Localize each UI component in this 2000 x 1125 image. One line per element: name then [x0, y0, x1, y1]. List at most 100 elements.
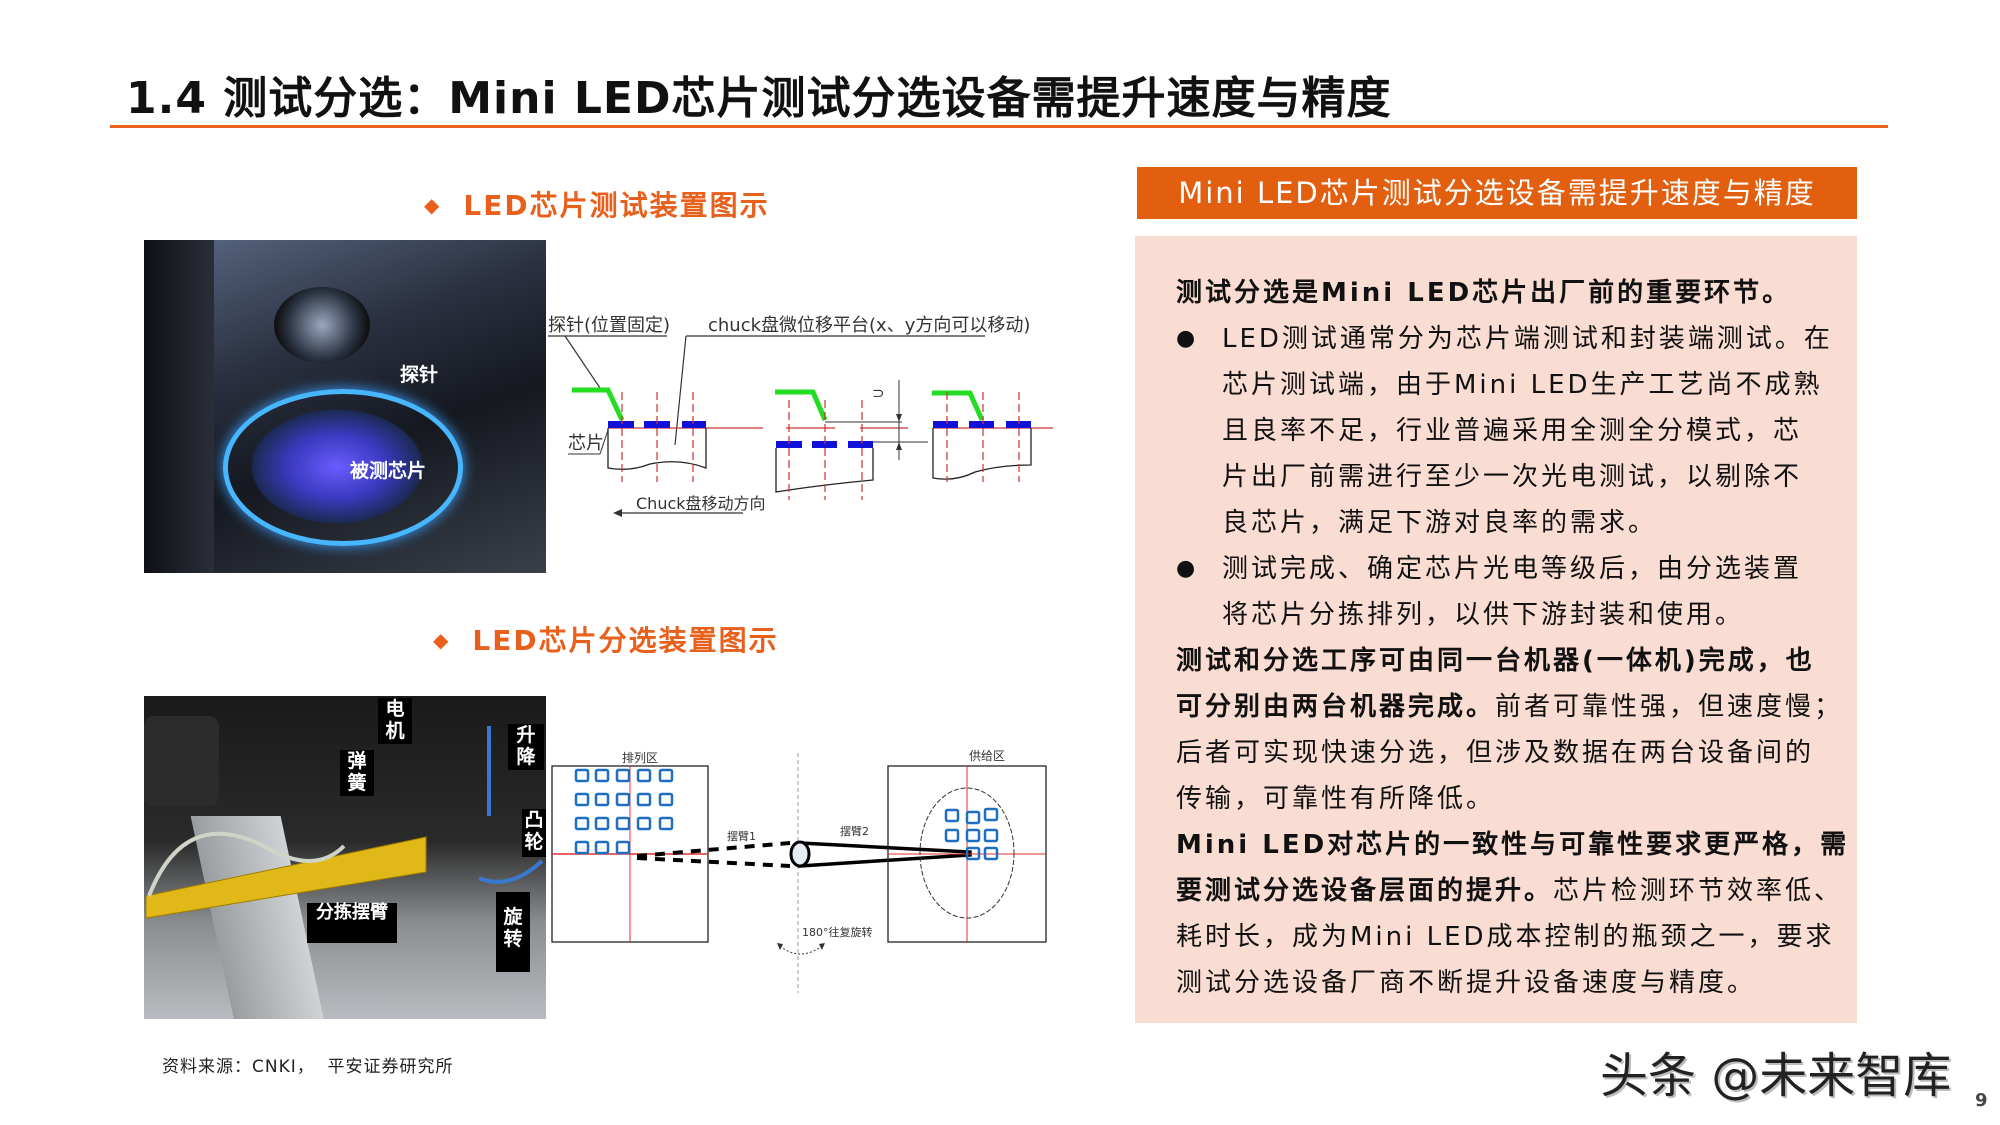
panel-line: 芯片测试端，由于Mini LED生产工艺尚不成熟 [1176, 362, 1856, 408]
label-rotate: 旋转 [496, 892, 530, 972]
machine-part [144, 716, 219, 806]
chip-square [615, 792, 631, 807]
label-cam: 凸轮 [522, 809, 546, 857]
text: 前者可靠性强，但速度慢； [1495, 692, 1844, 722]
label-probe: 探针 [400, 364, 439, 386]
label-lift: 升降 [508, 724, 544, 770]
chip-square [594, 840, 610, 855]
chip-square [944, 808, 960, 823]
watermark: 头条 @未来智库 [1600, 1048, 1952, 1104]
panel-line: 后者可实现快速分选，但涉及数据在两台设备间的 [1176, 730, 1856, 776]
label-probe-fixed: 探针(位置固定) [548, 315, 670, 336]
text: 片出厂前需进行至少一次光电测试，以剔除不 [1222, 462, 1803, 492]
chip-square [574, 816, 590, 831]
text: 测试分选设备厂商不断提升设备速度与精度。 [1176, 968, 1757, 998]
chip-square [944, 828, 960, 843]
chip-square [594, 768, 610, 783]
panel-line: 测试和分选工序可由同一台机器(一体机)完成，也 [1176, 638, 1856, 684]
bold-text: 可分别由两台机器完成。 [1176, 692, 1496, 722]
text: 传输，可靠性有所降低。 [1176, 784, 1496, 814]
text: 芯片检测环节效率低、 [1553, 876, 1844, 906]
sorting-diagram: 排列区 摆臂1 摆臂2 供给区 180°往复旋转 [551, 749, 1047, 993]
chip-square [594, 792, 610, 807]
led-test-device-photo: 探针 被测芯片 [144, 240, 546, 573]
panel-line: 要测试分选设备层面的提升。芯片检测环节效率低、 [1176, 868, 1856, 914]
frame [144, 240, 214, 573]
panel-line: 良芯片，满足下游对良率的需求。 [1176, 500, 1856, 546]
bold-text: 要测试分选设备层面的提升。 [1176, 876, 1554, 906]
chip-square [658, 792, 674, 807]
section1-heading-text: LED芯片测试装置图示 [463, 189, 770, 222]
chip-square [965, 810, 981, 825]
panel-line: 将芯片分拣排列，以供下游封装和使用。 [1176, 592, 1856, 638]
label-sort-arm: 分拣摆臂 [307, 903, 397, 943]
diamond-icon: ◆ [424, 193, 442, 217]
chip-square [574, 768, 590, 783]
chip-square [615, 768, 631, 783]
chip-square [636, 792, 652, 807]
chip-square [658, 816, 674, 831]
sorting-arm-shape [145, 726, 544, 919]
chip-square [636, 816, 652, 831]
chip-square [965, 828, 981, 843]
chip-square [594, 816, 610, 831]
panel-line: 测试分选是Mini LED芯片出厂前的重要环节。 [1176, 270, 1856, 316]
chip-square [574, 792, 590, 807]
text: 后者可实现快速分选，但涉及数据在两台设备间的 [1176, 738, 1815, 768]
panel-text: 测试分选是Mini LED芯片出厂前的重要环节。 ● LED测试通常分为芯片端测试和… [1176, 270, 1856, 1006]
bold-text: Mini LED对芯片的一致性与可靠性要求更严格，需 [1176, 830, 1850, 860]
section2-heading: ◆ LED芯片分选装置图示 [433, 619, 779, 659]
panel-line: 传输，可靠性有所降低。 [1176, 776, 1856, 822]
label-spring: 弹簧 [340, 750, 374, 796]
label-arrange-zone: 排列区 [622, 751, 658, 765]
label-rotation: 180°往复旋转 [802, 925, 873, 939]
label-chuck-stage: chuck盘微位移平台(x、y方向可以移动) [708, 315, 1030, 336]
bold-text: 测试分选是Mini LED芯片出厂前的重要环节。 [1176, 278, 1792, 308]
text: 将芯片分拣排列，以供下游封装和使用。 [1222, 600, 1745, 630]
page-title: 1.4 测试分选：Mini LED芯片测试分选设备需提升速度与精度 [126, 73, 1392, 124]
text: 芯片测试端，由于Mini LED生产工艺尚不成熟 [1222, 370, 1823, 400]
section1-heading: ◆ LED芯片测试装置图示 [424, 184, 770, 224]
bold-text: 测试和分选工序可由同一台机器(一体机)完成，也 [1176, 646, 1815, 676]
label-arm2: 摆臂2 [840, 824, 869, 838]
chip-square [983, 807, 999, 822]
led-sorting-device-photo: 电机 弹簧 升降 凸轮 分拣摆臂 旋转 [144, 696, 546, 1019]
chip-square [965, 846, 981, 861]
chip-square [983, 828, 999, 843]
text: 耗时长，成为Mini LED成本控制的瓶颈之一，要求 [1176, 922, 1835, 952]
summary-panel [1135, 236, 1857, 1023]
panel-line: 耗时长，成为Mini LED成本控制的瓶颈之一，要求 [1176, 914, 1856, 960]
chip-square [983, 846, 999, 861]
label-supply-zone: 供给区 [969, 749, 1005, 763]
text: 测试完成、确定芯片光电等级后，由分选装置 [1222, 554, 1803, 584]
label-arm1: 摆臂1 [727, 829, 756, 843]
source-note: 资料来源：CNKI， 平安证券研究所 [162, 1057, 454, 1077]
chip-square [636, 768, 652, 783]
panel-line: 且良率不足，行业普遍采用全测全分模式，芯 [1176, 408, 1856, 454]
bullet-icon: ● [1176, 326, 1199, 351]
wafer-ring [223, 389, 463, 546]
text: 良芯片，满足下游对良率的需求。 [1222, 508, 1658, 538]
text: 且良率不足，行业普遍采用全测全分模式，芯 [1222, 416, 1803, 446]
text: LED测试通常分为芯片端测试和封装端测试。在 [1222, 324, 1833, 354]
chip-square [615, 840, 631, 855]
label-chip: 芯片 [568, 433, 604, 454]
page-number: 9 [1975, 1090, 1988, 1111]
camera-lens [274, 287, 370, 363]
label-motor: 电机 [378, 698, 412, 744]
panel-line: 可分别由两台机器完成。前者可靠性强，但速度慢； [1176, 684, 1856, 730]
diamond-icon: ◆ [433, 628, 451, 652]
panel-line: ● LED测试通常分为芯片端测试和封装端测试。在 [1176, 316, 1856, 362]
probe-test-diagram: 探针(位置固定) chuck盘微位移平台(x、y方向可以移动) 芯片 Chuck… [548, 315, 1053, 517]
panel-line: ● 测试完成、确定芯片光电等级后，由分选装置 [1176, 546, 1856, 592]
title-divider [110, 125, 1888, 128]
label-chip-under-test: 被测芯片 [350, 460, 427, 482]
panel-line: 测试分选设备厂商不断提升设备速度与精度。 [1176, 960, 1856, 1006]
panel-heading: Mini LED芯片测试分选设备需提升速度与精度 [1137, 167, 1857, 219]
label-symbol: ⊃ [872, 384, 885, 402]
chip-square [658, 768, 674, 783]
chip-square [615, 816, 631, 831]
section2-heading-text: LED芯片分选装置图示 [472, 624, 779, 657]
bullet-icon: ● [1176, 556, 1199, 581]
panel-line: 片出厂前需进行至少一次光电测试，以剔除不 [1176, 454, 1856, 500]
